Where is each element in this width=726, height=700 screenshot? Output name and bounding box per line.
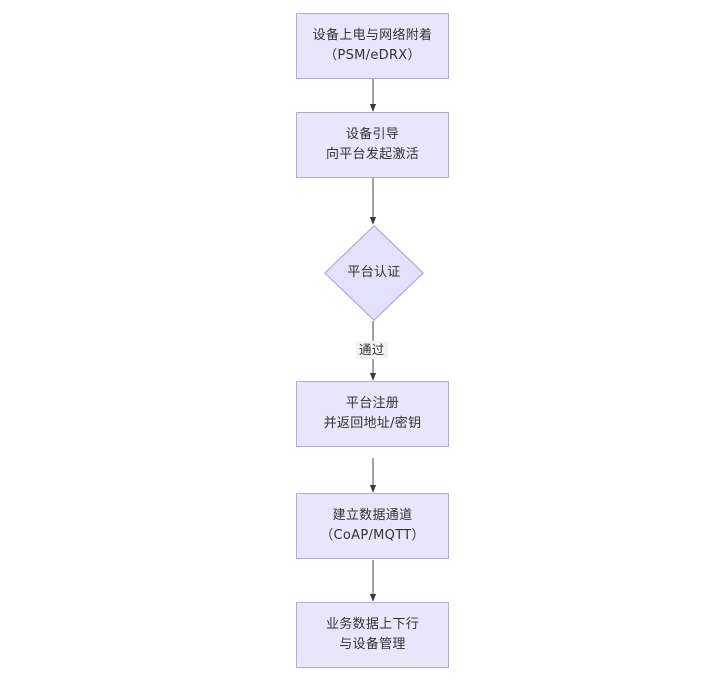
node-platform-auth-decision[interactable]: 平台认证 — [324, 225, 424, 321]
node-platform-register[interactable]: 平台注册 并返回地址/密钥 — [296, 381, 449, 447]
node-label: 平台认证 — [347, 265, 401, 280]
node-device-power-on[interactable]: 设备上电与网络附着 （PSM/eDRX） — [296, 13, 449, 79]
node-label: 设备上电与网络附着 （PSM/eDRX） — [312, 28, 433, 63]
node-business-data-and-device-mgmt[interactable]: 业务数据上下行 与设备管理 — [296, 602, 449, 668]
node-label: 建立数据通道 （CoAP/MQTT） — [320, 508, 425, 543]
diamond-icon — [324, 225, 424, 321]
node-establish-data-channel[interactable]: 建立数据通道 （CoAP/MQTT） — [296, 493, 449, 559]
node-label: 业务数据上下行 与设备管理 — [325, 617, 420, 652]
node-label: 平台注册 并返回地址/密钥 — [323, 396, 422, 431]
edge-label-pass: 通过 — [356, 341, 388, 359]
node-device-bootstrap[interactable]: 设备引导 向平台发起激活 — [296, 112, 449, 178]
node-label: 设备引导 向平台发起激活 — [325, 127, 420, 162]
